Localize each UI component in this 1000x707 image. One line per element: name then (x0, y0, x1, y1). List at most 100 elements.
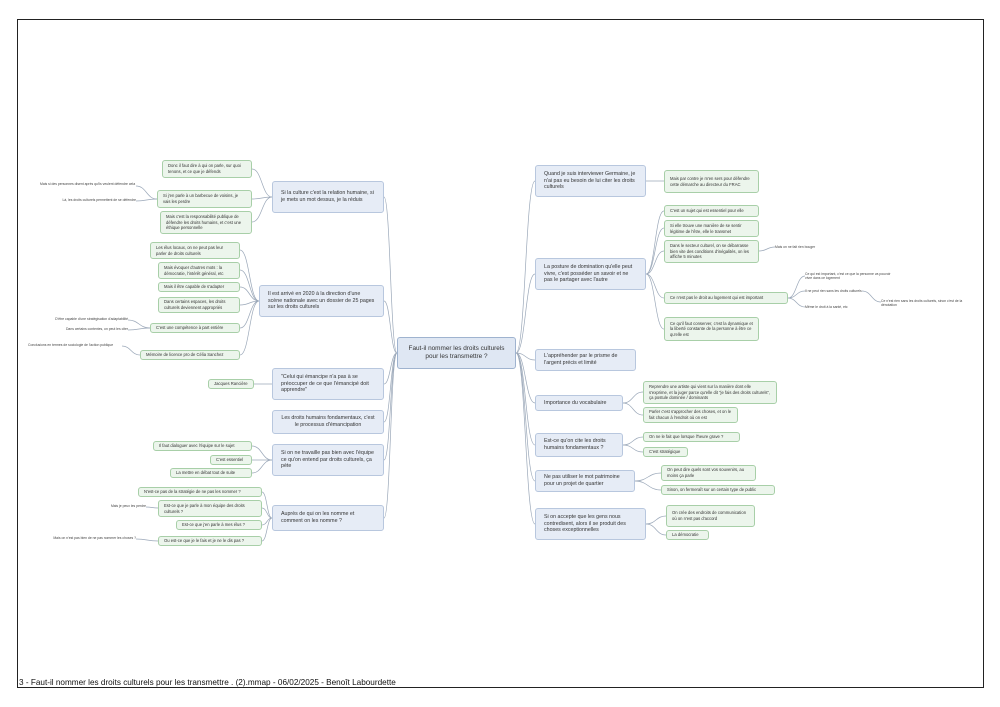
annotation: Là, les droits culturels permettent de s… (62, 198, 136, 202)
main-topic-droits-fondamentaux[interactable]: Est-ce qu'on cite les droits humains fon… (535, 433, 623, 457)
connector-line (645, 273, 665, 330)
subtopic[interactable]: On peut dire quels sont vos souvenirs, a… (661, 465, 756, 481)
subtopic[interactable]: Si elle trouve une manière de se sentir … (664, 220, 759, 237)
subtopic[interactable]: La mettre en débat tout de suite (170, 468, 252, 478)
annotation: Mais si des personnes disent après qu'il… (40, 182, 136, 186)
subtopic[interactable]: N'est-ce pas de la stratégie de ne pas l… (138, 487, 262, 497)
subtopic[interactable]: Si j'en parle à un barbecue de voisins, … (157, 190, 252, 208)
connector-line (787, 297, 806, 308)
connector-line (127, 319, 151, 329)
connector-line (121, 345, 141, 356)
subtopic[interactable]: Ce n'est pas le droit au logement qui es… (664, 292, 788, 304)
subtopic[interactable]: La démocratie (666, 530, 709, 540)
annotation: Mais on ne fait rien bouger (775, 245, 816, 249)
annotation: Mais je peux les perdre (110, 504, 146, 508)
main-topic-culture-relation[interactable]: Si la culture c'est la relation humaine,… (272, 181, 384, 213)
subtopic[interactable]: Mais il être capable de s'adapter (158, 282, 240, 292)
connector-line (383, 352, 398, 423)
connector-line (645, 250, 665, 275)
connector-line (622, 444, 644, 453)
connector-line (239, 300, 260, 306)
connector-line (383, 352, 398, 461)
connector-line (251, 459, 273, 474)
connector-line (251, 168, 273, 198)
subtopic[interactable]: Sinon, on fermeraît sur un certain type … (661, 485, 775, 495)
subtopic[interactable]: On crée des endroits de communication où… (666, 505, 755, 527)
central-topic[interactable]: Faut-il nommer les droits culturels pour… (397, 337, 516, 369)
subtopic[interactable]: Ou est-ce que je le fais et je ne le dis… (158, 536, 262, 546)
connector-line (515, 352, 536, 446)
subtopic[interactable]: Mais c'est la responsabilité publique de… (160, 211, 252, 234)
main-topic-vocabulaire[interactable]: Importance du vocabulaire (535, 395, 623, 411)
connector-line (645, 227, 665, 275)
main-topic-patrimoine[interactable]: Ne pas utiliser le mot patrimoine pour u… (535, 470, 635, 492)
subtopic[interactable]: C'est un sujet qui est essentiel pour el… (664, 205, 759, 217)
subtopic[interactable]: On ne le fait que lorsque l'heure grave … (643, 432, 740, 442)
subtopic[interactable]: Les élus locaux, on ne peut pas leur par… (150, 242, 240, 259)
connector-line (787, 275, 806, 299)
main-topic-equipe[interactable]: Si on ne travaille pas bien avec l'équip… (272, 444, 384, 476)
main-topic-arrivee-2020[interactable]: Il est arrivé en 2020 à la direction d'u… (259, 285, 384, 317)
main-topic-domination[interactable]: La posture de domination qu'elle peut vi… (535, 258, 646, 290)
connector-line (787, 290, 806, 299)
connector-line (622, 402, 644, 416)
annotation: Ce qui est important, c'est ce que la pe… (805, 272, 891, 281)
subtopic[interactable]: C'est une compétence à part entière (150, 323, 240, 333)
connector-line (515, 352, 536, 404)
connector-line (383, 300, 398, 354)
subtopic[interactable]: Parler c'est s'approcher des choses, et … (643, 407, 738, 423)
subtopic[interactable]: Mais évoquer d'autres mots : la démocrat… (158, 262, 240, 279)
connector-line (251, 445, 273, 461)
connector-line (515, 352, 536, 482)
main-topic-emancipe[interactable]: "Celui qui émancipe n'a pas à se préoccu… (272, 368, 384, 400)
connector-line (645, 210, 665, 275)
subtopic[interactable]: Il faut dialoguer avec l'équipe sur le s… (153, 441, 252, 451)
subtopic[interactable]: Mais par contre je m'en sers pour défend… (664, 170, 759, 193)
main-topic-contredisent[interactable]: Si on accepte que les gens nous contredi… (535, 508, 646, 540)
main-topic-droits-humains[interactable]: Les droits humains fondamentaux, c'est l… (272, 410, 384, 434)
subtopic[interactable]: Ce qu'il faut conserver, c'est la dynami… (664, 317, 759, 341)
connector-line (383, 196, 398, 354)
subtopic[interactable]: Est-ce que je parle à mon équipe des dro… (158, 500, 262, 517)
main-topic-argent[interactable]: L'appréhender par le prisme de l'argent … (535, 349, 636, 371)
connector-line (515, 273, 536, 354)
connector-line (515, 352, 536, 525)
subtopic[interactable]: Jacques Rancière (208, 379, 254, 389)
connector-line (145, 506, 159, 509)
connector-line (127, 327, 151, 331)
connector-line (135, 185, 158, 200)
annotation: Il ne peut rien sans les droits culturel… (805, 289, 862, 293)
annotation: Ce n'est rien sans les droits culturels,… (881, 299, 963, 308)
connector-line (645, 523, 667, 536)
main-topic-aupres-de-qui[interactable]: Auprès de qui on les nomme et comment on… (272, 505, 384, 531)
subtopic[interactable]: Dans certains espaces, les droits cultur… (158, 297, 240, 313)
annotation: Conclusions en termes de sociologie de l… (28, 343, 114, 347)
connector-line (239, 269, 260, 302)
connector-line (383, 352, 398, 519)
annotation: Même le droit à la santé, etc (805, 305, 848, 309)
subtopic[interactable]: Reprendre une artiste qui vient sur la m… (643, 381, 777, 404)
connector-line (634, 472, 662, 482)
connector-line (645, 515, 667, 525)
connector-line (622, 391, 644, 404)
main-topic-germaine[interactable]: Quand je suis interviewer Germaine, je n… (535, 165, 646, 197)
connector-line (239, 300, 260, 356)
annotation: D'être capable d'une stratégisation d'ad… (55, 317, 128, 321)
connector-line (622, 436, 644, 446)
connector-line (515, 352, 536, 361)
connector-line (239, 249, 260, 302)
subtopic[interactable]: Est-ce que j'en parle à mes élus ? (176, 520, 262, 530)
connector-line (135, 198, 158, 202)
subtopic[interactable]: Dans le secteur culturel, on se débarras… (664, 240, 759, 263)
connector-line (634, 480, 662, 491)
connector-line (251, 196, 273, 223)
connector-line (261, 517, 273, 542)
connector-line (515, 180, 536, 354)
subtopic[interactable]: Donc il faut dire à qui on parle, sur qu… (162, 160, 252, 178)
subtopic[interactable]: C'est stratégique (643, 447, 688, 457)
subtopic[interactable]: Mémoire de licence pro de Célia Sanchez (140, 350, 240, 360)
page-footer: 3 - Faut-il nommer les droits culturels … (19, 678, 396, 687)
connector-line (758, 246, 776, 252)
subtopic[interactable]: C'est essentiel (210, 455, 252, 465)
